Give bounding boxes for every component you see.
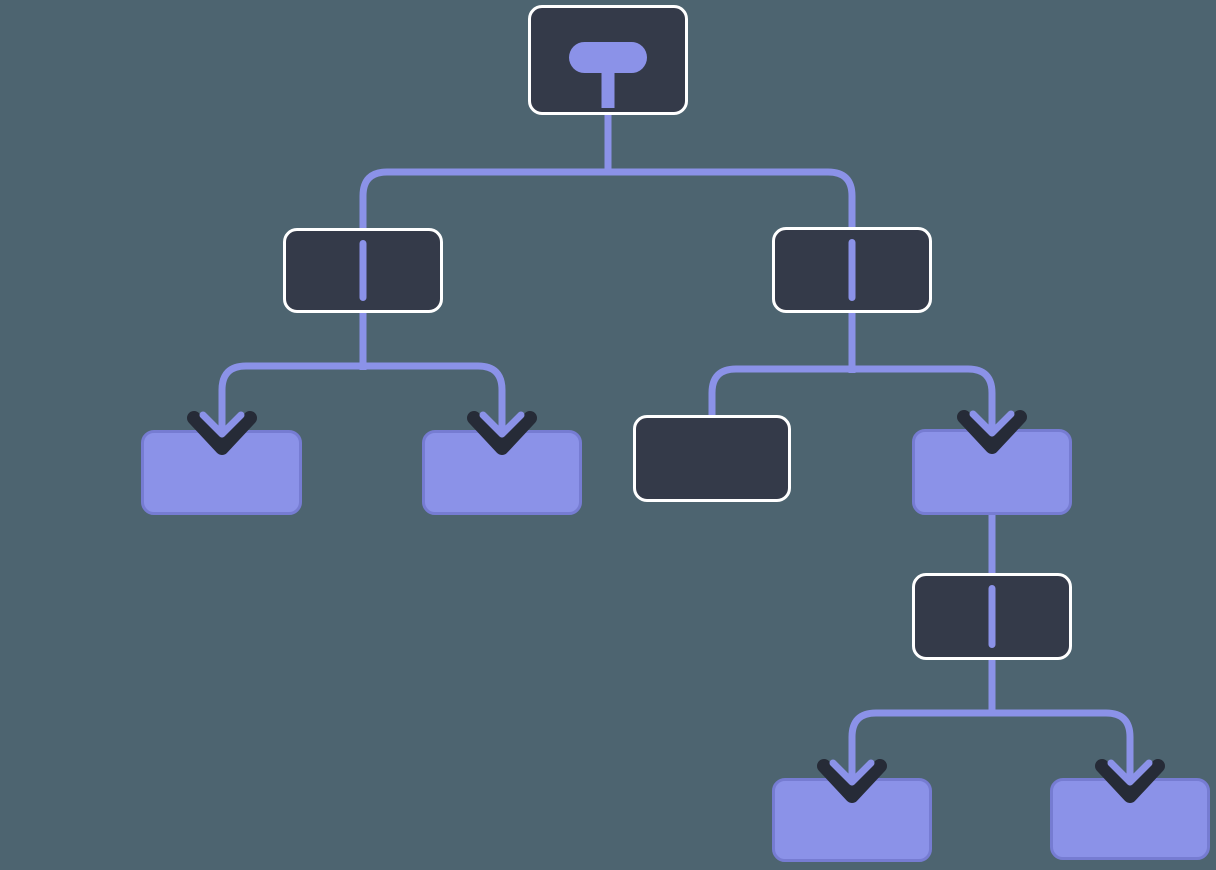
passthrough-line-icon — [848, 239, 856, 301]
edge-level1-branch — [359, 168, 856, 231]
passthrough-line-icon — [359, 240, 367, 301]
edge-right-branch — [708, 365, 996, 433]
leaf-node-4[interactable] — [1050, 778, 1210, 860]
leaf-node-3[interactable] — [772, 778, 932, 862]
purple-branch-node[interactable] — [912, 429, 1072, 515]
leaf-node-1[interactable] — [141, 430, 302, 515]
plain-dark-node[interactable] — [633, 415, 791, 502]
branch-node-right[interactable] — [772, 227, 932, 313]
root-glyph-stem — [601, 66, 615, 108]
branch-node-left[interactable] — [283, 228, 443, 313]
root-node[interactable] — [528, 5, 688, 115]
branch-node-lower[interactable] — [912, 573, 1072, 660]
root-pill-icon — [569, 42, 647, 73]
edge-lower-branch — [848, 709, 1134, 782]
edge-left-branch — [218, 362, 506, 434]
passthrough-line-icon — [988, 585, 996, 648]
leaf-node-2[interactable] — [422, 430, 582, 515]
